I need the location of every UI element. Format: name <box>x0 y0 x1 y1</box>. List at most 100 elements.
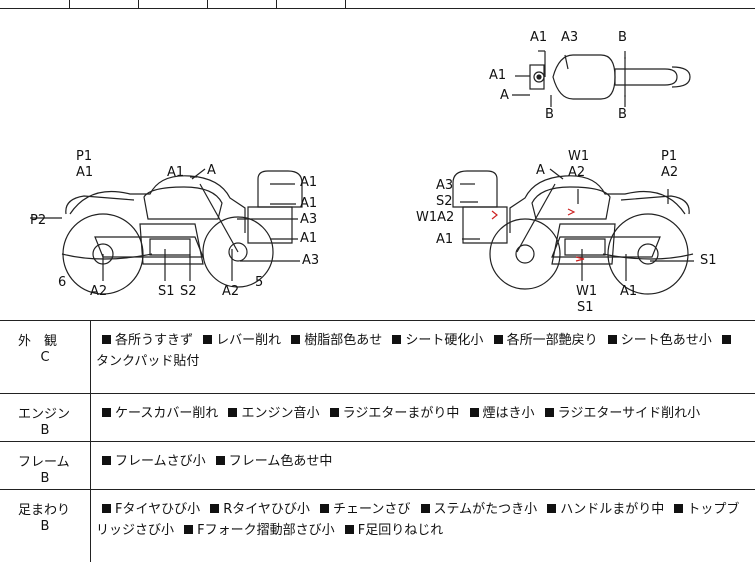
left-view-label: 5 <box>255 275 264 290</box>
condition-item: シート硬化小 <box>405 333 488 348</box>
left-view-label: A1 <box>300 196 318 211</box>
condition-item: シート色あせ小 <box>620 333 716 348</box>
top-view-label: B <box>545 107 554 122</box>
condition-item: レバー削れ <box>216 333 286 348</box>
top-view-label: A <box>500 88 509 103</box>
bullet-square-icon <box>674 504 684 513</box>
right-view-label: P1 <box>661 149 678 164</box>
condition-item: Fタイヤひび小 <box>115 502 205 517</box>
condition-item: 煙はき小 <box>482 406 539 421</box>
top-view-label: B <box>618 107 627 122</box>
condition-item: 各所うすきず <box>115 333 198 348</box>
section-header: 外 観 C <box>0 321 91 393</box>
column-divider <box>138 0 139 8</box>
bullet-square-icon <box>547 504 557 513</box>
condition-item: ラジエターまがり中 <box>342 406 464 421</box>
column-divider <box>207 0 208 8</box>
left-view-label: P2 <box>30 213 47 228</box>
right-view-label: W1 <box>576 284 598 299</box>
section-header: フレーム B <box>0 442 91 489</box>
left-view-label: A1 <box>300 231 318 246</box>
bullet-square-icon <box>184 525 194 534</box>
section-items: ケースカバー削れ エンジン音小 ラジエターまがり中 煙はき小 ラジエターサイド削… <box>96 403 741 424</box>
condition-diagram: A1 A3 B A1 A B B P1 A1 A1 A A1 A1 A3 A1 … <box>0 9 755 321</box>
condition-item: フレームさび小 <box>115 454 210 469</box>
right-view-label: A1 <box>620 284 638 299</box>
bullet-square-icon <box>102 456 111 465</box>
right-view-label: A2 <box>661 165 679 180</box>
condition-item: Fフォーク摺動部さび小 <box>197 523 339 538</box>
left-view-label: S2 <box>180 284 197 299</box>
motorcycle-right-view <box>452 168 694 295</box>
section-items: 各所うすきず レバー削れ 樹脂部色あせ シート硬化小 各所一部艶戻り シート色あ… <box>96 330 741 372</box>
bullet-square-icon <box>228 408 238 417</box>
left-view-label: 6 <box>58 275 67 290</box>
left-view-label: S1 <box>158 284 175 299</box>
condition-item: ラジエターサイド削れ小 <box>557 406 701 421</box>
section-header: エンジン B <box>0 394 91 441</box>
section-items: Fタイヤひび小 Rタイヤひび小 チェーンさび ステムがたつき小 ハンドルまがり中… <box>96 499 741 541</box>
section-name: 足まわり <box>18 503 71 518</box>
bullet-square-icon <box>493 335 503 344</box>
motorcycle-diagram-drawings <box>30 50 694 295</box>
bullet-square-icon <box>544 408 554 417</box>
section-grade: B <box>40 519 50 534</box>
bullet-square-icon <box>210 504 220 513</box>
right-view-label: A <box>536 163 545 178</box>
condition-item: ステムがたつき小 <box>433 502 542 517</box>
condition-item: チェーンさび <box>333 502 415 517</box>
section-grade: B <box>40 423 50 438</box>
bullet-square-icon <box>320 504 330 513</box>
right-view-label: S1 <box>700 253 717 268</box>
bullet-square-icon <box>215 456 225 465</box>
section-name: エンジン <box>18 407 71 422</box>
condition-item: タンクパッド貼付 <box>96 354 200 369</box>
bullet-square-icon <box>102 504 111 513</box>
section-row-suspension: 足まわり B Fタイヤひび小 Rタイヤひび小 チェーンさび ステムがたつき小 ハ… <box>0 490 755 562</box>
right-view-label: A2 <box>568 165 586 180</box>
section-row-frame: フレーム B フレームさび小 フレーム色あせ中 <box>0 442 755 490</box>
right-view-label: W1A2 <box>416 210 455 225</box>
condition-item: フレーム色あせ中 <box>228 454 333 469</box>
bullet-square-icon <box>721 335 731 344</box>
column-divider <box>276 0 277 8</box>
left-view-label: A2 <box>90 284 108 299</box>
bullet-square-icon <box>102 408 111 417</box>
left-view-label: P1 <box>76 149 93 164</box>
bullet-square-icon <box>469 408 479 417</box>
section-grade: C <box>40 350 50 365</box>
right-view-label: W1 <box>568 149 590 164</box>
section-grade: B <box>40 471 50 486</box>
left-view-label: A1 <box>167 165 185 180</box>
top-view-label: B <box>618 30 627 45</box>
bullet-square-icon <box>329 408 339 417</box>
upper-table-strip <box>0 0 755 9</box>
section-name: フレーム <box>18 455 70 470</box>
bullet-square-icon <box>102 335 111 344</box>
left-view-label: A <box>207 163 216 178</box>
condition-item: Rタイヤひび小 <box>223 502 315 517</box>
section-name: 外 観 <box>18 334 58 349</box>
section-row-engine: エンジン B ケースカバー削れ エンジン音小 ラジエターまがり中 煙はき小 ラジ… <box>0 394 755 442</box>
section-items: フレームさび小 フレーム色あせ中 <box>96 451 741 472</box>
condition-item: 各所一部艶戻り <box>506 333 602 348</box>
bullet-square-icon <box>607 335 617 344</box>
condition-item: エンジン音小 <box>241 406 324 421</box>
condition-item: ハンドルまがり中 <box>560 502 669 517</box>
bullet-square-icon <box>392 335 402 344</box>
left-view-label: A1 <box>300 175 318 190</box>
left-view-label: A3 <box>302 253 320 268</box>
bullet-square-icon <box>203 335 213 344</box>
left-view-label: A2 <box>222 284 240 299</box>
top-view-label: A1 <box>489 68 507 83</box>
bullet-square-icon <box>420 504 430 513</box>
condition-item: F足回りねじれ <box>357 523 444 538</box>
right-view-label: S2 <box>436 194 453 209</box>
bullet-square-icon <box>291 335 301 344</box>
condition-item: 樹脂部色あせ <box>304 333 387 348</box>
section-header: 足まわり B <box>0 490 91 562</box>
condition-item: トップブリッジさび小 <box>96 502 740 538</box>
motorcycle-top-view <box>512 50 691 107</box>
left-view-label: A3 <box>300 212 318 227</box>
top-view-label: A3 <box>561 30 579 45</box>
